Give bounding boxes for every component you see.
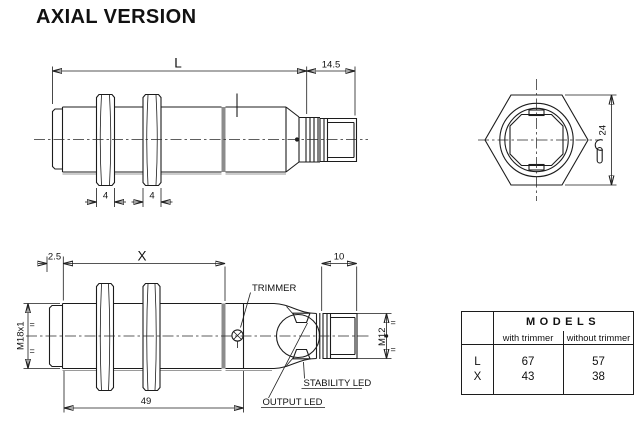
wrench-icon <box>594 139 604 164</box>
hex-nut <box>142 93 162 187</box>
table-divider <box>493 312 495 394</box>
dim-body-thread: M18x1 <box>16 321 27 350</box>
trimmer-label: TRIMMER <box>252 283 296 294</box>
hex-nut <box>142 282 161 392</box>
models-table: MODELS with trimmer without trimmer L 67… <box>461 311 634 395</box>
dim-nut-width: 4 <box>149 191 154 202</box>
sensor-body-outline <box>26 282 371 392</box>
dim-overall-length: L <box>174 56 182 71</box>
table-divider <box>563 331 565 394</box>
symmetry-mark: = <box>30 346 35 356</box>
column-header-without-trimmer: without trimmer <box>566 333 631 343</box>
stability-led-window <box>292 348 311 360</box>
table-divider <box>462 343 633 345</box>
symmetry-mark: = <box>30 320 35 330</box>
hex-body <box>484 94 589 186</box>
dim-thread-length: X <box>137 249 146 264</box>
dim-face-offset: 2.5 <box>48 252 61 263</box>
dim-housing-length: 49 <box>141 396 152 407</box>
dim-connector-thread: M12 <box>377 328 388 346</box>
front-side-view: 2.5 X 10 49 M18x1 M12 = = = = TRIMMER ST… <box>16 249 396 413</box>
value-X-with-trimmer: 43 <box>521 371 535 383</box>
page-title: AXIAL VERSION <box>36 6 197 28</box>
value-L-with-trimmer: 67 <box>521 356 535 368</box>
table-title: MODELS <box>525 316 601 328</box>
callout-labels: TRIMMER STABILITY LED OUTPUT LED <box>240 283 372 408</box>
end-view: 24 <box>478 79 617 201</box>
symmetry-mark: = <box>391 345 396 355</box>
top-side-view: L 14.5 4 4 <box>34 56 368 207</box>
stability-led-label: STABILITY LED <box>304 378 372 389</box>
hex-nut <box>95 282 115 392</box>
connector-face <box>509 113 564 167</box>
dim-connector-length: 10 <box>334 252 345 263</box>
dim-nut-width: 4 <box>103 191 108 202</box>
row-label: X <box>473 371 482 383</box>
row-label: L <box>474 356 481 368</box>
top-view-dimensions: L 14.5 4 4 <box>52 56 356 207</box>
output-led-label: OUTPUT LED <box>263 397 323 408</box>
sensor-body-outline <box>34 93 368 187</box>
dim-connector-length: 14.5 <box>322 60 341 71</box>
dim-wrench-size: 24 <box>598 125 609 136</box>
symmetry-mark: = <box>391 318 396 328</box>
hex-nut <box>95 93 116 187</box>
value-L-without-trimmer: 57 <box>592 356 605 368</box>
front-view-dimensions: 2.5 X 10 49 M18x1 M12 = = = = <box>16 249 396 413</box>
value-X-without-trimmer: 38 <box>592 371 605 383</box>
output-led-window <box>292 312 311 324</box>
trimmer-screw <box>231 329 244 348</box>
connector-outline <box>319 117 358 163</box>
column-header-with-trimmer: with trimmer <box>502 333 554 343</box>
end-view-dimensions: 24 <box>565 94 617 186</box>
